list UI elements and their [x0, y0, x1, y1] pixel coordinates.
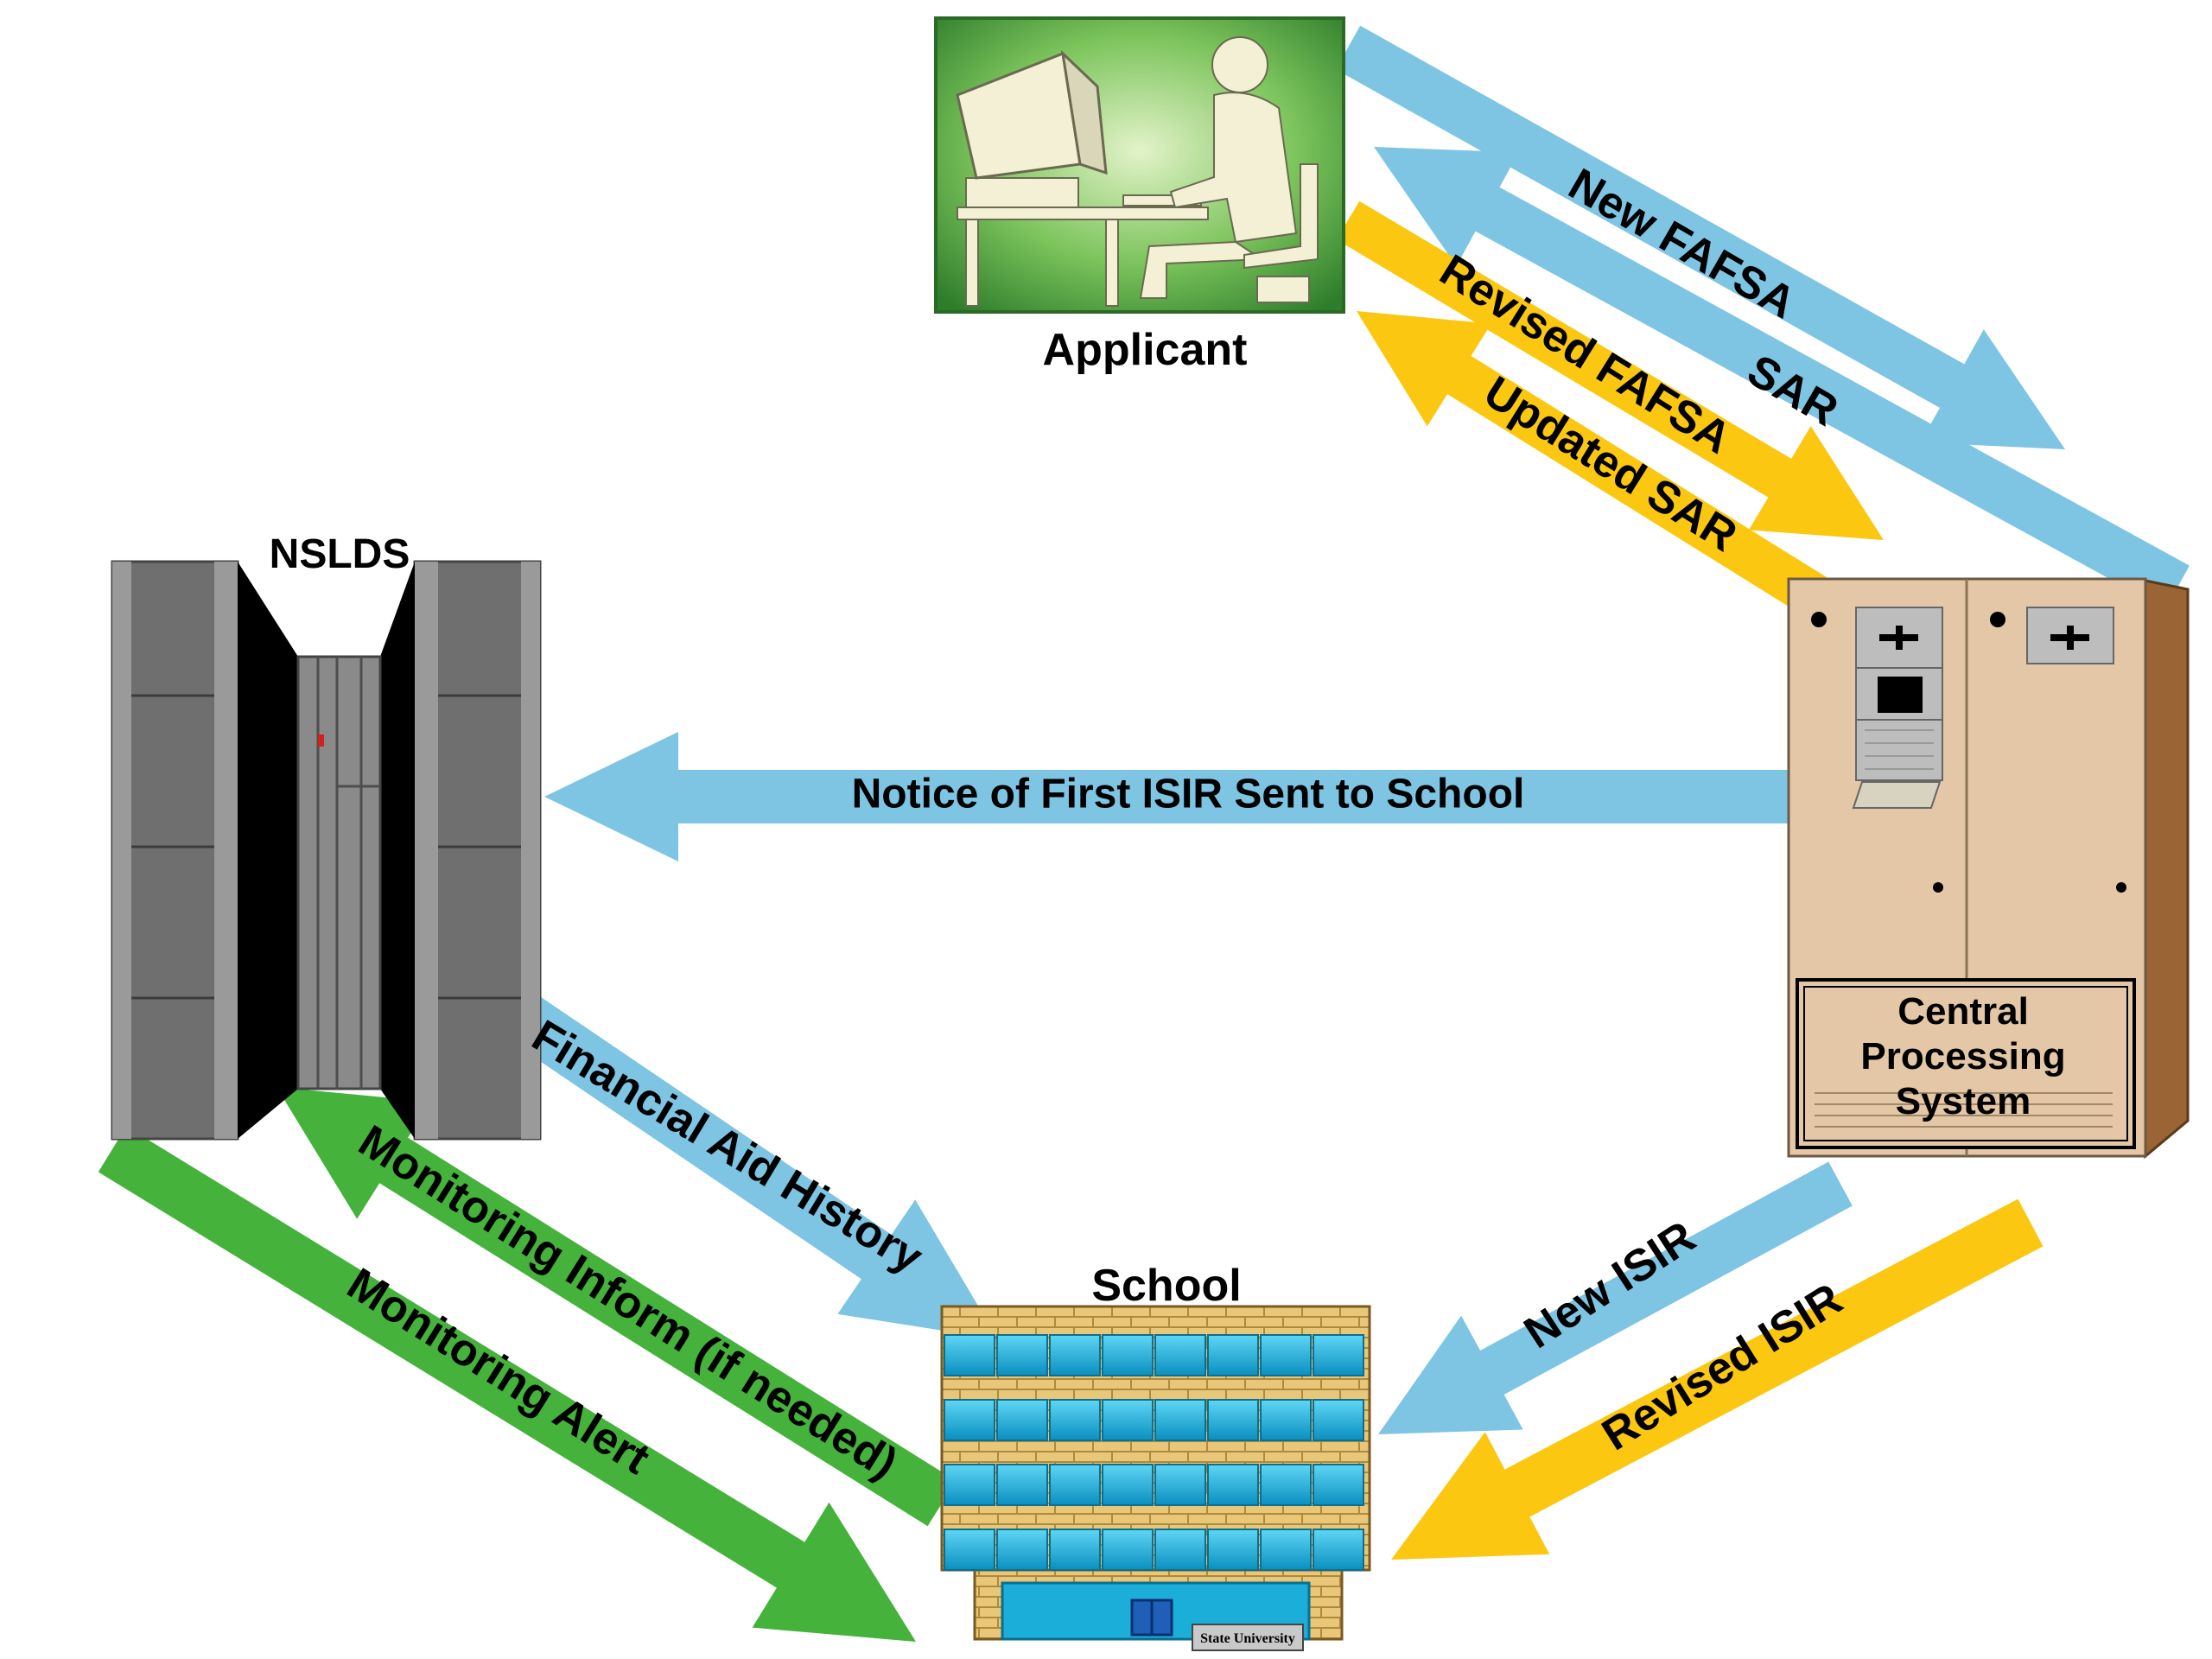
- school-window: [1207, 1464, 1259, 1506]
- person-at-computer-icon: [934, 16, 1345, 314]
- school-window: [1260, 1334, 1312, 1376]
- flow-label-financial-aid-history: Financial Aid History: [524, 1011, 931, 1283]
- arrow-monitoring-alert: [98, 1126, 917, 1642]
- arrow-monitoring-inform: [276, 1087, 957, 1527]
- school-window: [1207, 1529, 1259, 1571]
- svg-text:Notice of First ISIR Sent to S: Notice of First ISIR Sent to School: [852, 772, 1525, 817]
- school-window: [1102, 1334, 1154, 1376]
- arrow-notice-first-isir: [544, 732, 1790, 861]
- school-window: [996, 1529, 1048, 1571]
- arrow-financial-aid-history: [473, 971, 998, 1339]
- school-window: [1154, 1399, 1206, 1441]
- school-window: [944, 1334, 995, 1376]
- school-window: [1049, 1334, 1101, 1376]
- applicant-node: Applicant: [934, 16, 1345, 375]
- school-window: [996, 1399, 1048, 1441]
- mainframe-server-icon: [111, 560, 542, 1141]
- cps-node: Central Processing System: [1787, 577, 2190, 1160]
- computer-cabinet-icon: [1787, 577, 2190, 1160]
- school-window: [1260, 1399, 1312, 1441]
- applicant-label: Applicant: [1043, 325, 1248, 375]
- school-node: State University School: [940, 1261, 1371, 1651]
- arrow-revised-fafsa: [1336, 200, 1884, 540]
- school-window: [1102, 1529, 1154, 1571]
- arrow-new-isir: [1378, 1161, 1853, 1434]
- nslds-node: NSLDS: [111, 531, 542, 1141]
- school-window: [996, 1334, 1048, 1376]
- cps-label-line2: Processing: [1860, 1035, 2065, 1077]
- school-window: [1049, 1399, 1101, 1441]
- flow-label-notice-first-isir: Notice of First ISIR Sent to School: [852, 772, 1525, 817]
- school-window: [944, 1399, 995, 1441]
- school-window: [1207, 1399, 1259, 1441]
- school-building-icon: [940, 1305, 1371, 1651]
- school-window: [1154, 1464, 1206, 1506]
- school-window: [1102, 1399, 1154, 1441]
- cps-label-line3: System: [1896, 1080, 2031, 1122]
- school-window: [1313, 1334, 1364, 1376]
- svg-text:Financial Aid History: Financial Aid History: [524, 1011, 931, 1283]
- arrow-new-fafsa: [1335, 25, 2065, 449]
- school-window: [1260, 1464, 1312, 1506]
- arrow-revised-isir: [1391, 1198, 2044, 1560]
- school-sign-text: State University: [1200, 1631, 1295, 1646]
- school-window: [1313, 1529, 1364, 1571]
- school-window: [996, 1464, 1048, 1506]
- school-window: [1313, 1399, 1364, 1441]
- school-window: [944, 1529, 995, 1571]
- school-window: [1049, 1464, 1101, 1506]
- cps-label-line1: Central: [1897, 990, 2029, 1033]
- school-window: [1313, 1464, 1364, 1506]
- arrow-sar: [1374, 147, 2190, 610]
- school-window: [1154, 1334, 1206, 1376]
- school-window: [1207, 1334, 1259, 1376]
- school-window: [1260, 1529, 1312, 1571]
- school-label: School: [1091, 1261, 1241, 1311]
- arrow-updated-sar: [1357, 311, 1827, 616]
- school-window: [1102, 1464, 1154, 1506]
- school-window: [944, 1464, 995, 1506]
- school-window: [1154, 1529, 1206, 1571]
- nslds-label: NSLDS: [270, 531, 410, 577]
- school-window: [1049, 1529, 1101, 1571]
